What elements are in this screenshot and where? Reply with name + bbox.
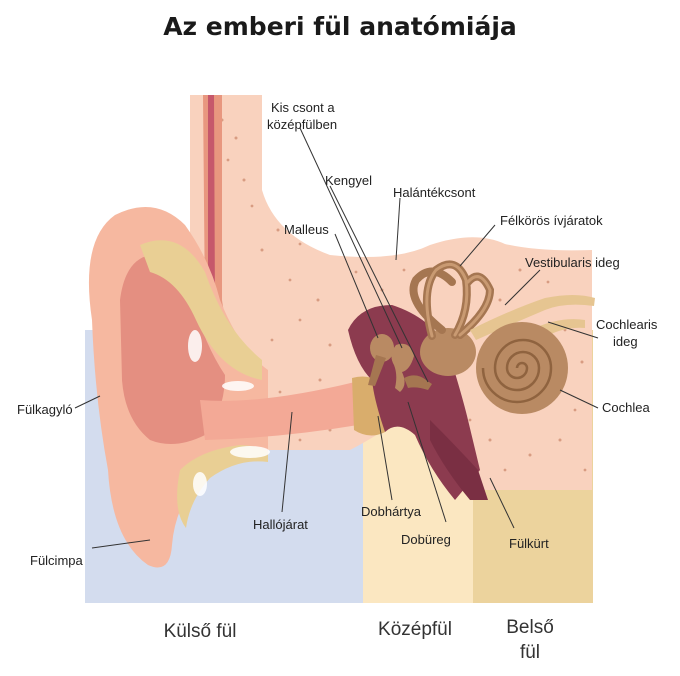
label-fulkurt: Fülkürt — [509, 536, 549, 551]
malleus-handle — [368, 355, 386, 386]
semicircular-canals-lumen — [425, 262, 492, 338]
cartilage-highlight-1 — [188, 330, 202, 362]
ear-cartilage-lower — [177, 445, 268, 528]
label-cochlea: Cochlea — [602, 400, 650, 415]
label-fulkagylo: Fülkagyló — [17, 402, 73, 417]
label-felkoros: Félkörös ívjáratok — [500, 213, 603, 228]
label-kis-csont-1: Kis csont a — [271, 100, 335, 115]
label-dobhartya: Dobhártya — [361, 504, 421, 519]
vestibule — [420, 328, 476, 376]
stapes-bone — [404, 375, 432, 390]
eustachian-tube — [430, 420, 488, 500]
label-hallojarat: Hallójárat — [253, 517, 308, 532]
label-cochlearis-2: ideg — [613, 334, 638, 349]
cartilage-highlight-3 — [230, 446, 270, 458]
diagram-title: Az emberi fül anatómiája — [163, 12, 517, 41]
label-halantekcsont: Halántékcsont — [393, 185, 476, 200]
label-kengyel: Kengyel — [325, 173, 372, 188]
cochlea-shape — [476, 322, 568, 414]
leader-lines — [74, 127, 599, 549]
section-inner-ear-2: fül — [519, 642, 541, 663]
section-middle-ear: Középfül — [378, 619, 452, 640]
incus-bone — [391, 343, 414, 392]
cartilage-highlight-2 — [222, 381, 254, 391]
cochlea-spiral — [481, 338, 553, 404]
scalp-vessel — [208, 95, 250, 386]
label-fulcimpa: Fülcimpa — [30, 553, 83, 568]
label-dobureg: Dobüreg — [401, 532, 451, 547]
section-outer-ear: Külső fül — [163, 621, 237, 642]
label-kis-csont-2: középfülben — [267, 117, 338, 132]
label-malleus: Malleus — [284, 222, 329, 237]
label-vestibularis: Vestibularis ideg — [525, 255, 620, 270]
section-inner-ear-1: Belső — [506, 617, 554, 638]
label-cochlearis-1: Cochlearis — [596, 317, 658, 332]
ear-canal — [200, 382, 358, 440]
concha — [120, 255, 225, 444]
ear-cartilage-upper — [140, 240, 262, 380]
cartilage-highlight-4 — [193, 472, 207, 496]
